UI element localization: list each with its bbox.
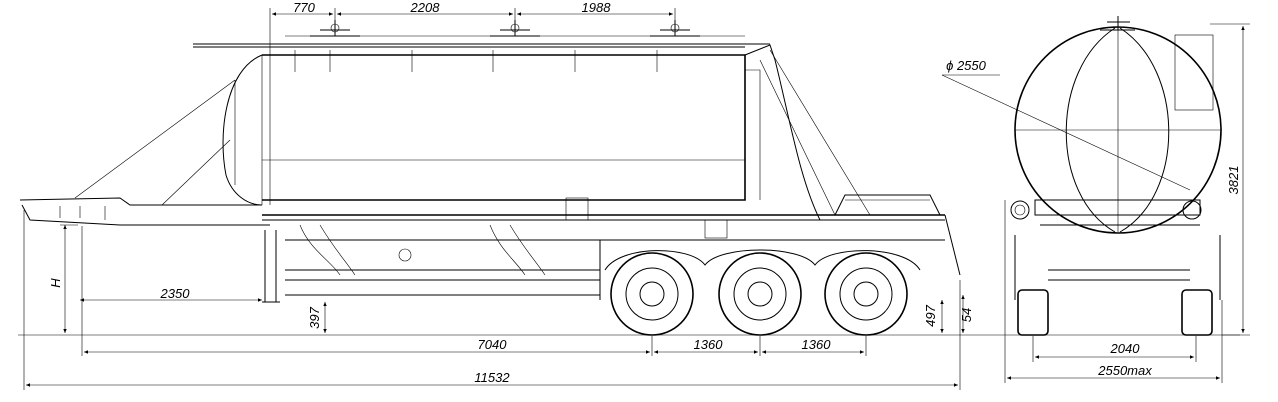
dim-1360-a: 1360 xyxy=(694,337,724,352)
hatch-2 xyxy=(490,20,540,37)
front-frame-supports xyxy=(19,79,270,226)
dim-1360-b: 1360 xyxy=(802,337,832,352)
wheel-2 xyxy=(718,252,802,336)
fenders xyxy=(604,249,921,271)
dim-H: H xyxy=(48,278,63,288)
landing-gear xyxy=(262,230,280,303)
rear-view: ϕ 2550 3821 2040 2550max xyxy=(941,16,1250,383)
wheel-1 xyxy=(610,252,694,336)
rear-frame-supports xyxy=(759,49,941,216)
side-view: 770 2208 1988 2350 H 397 497 54 xyxy=(18,0,1240,390)
dim-top-2: 2208 xyxy=(410,0,441,15)
hatch-3 xyxy=(650,20,700,37)
dim-397: 397 xyxy=(307,306,322,328)
rear-chassis xyxy=(1010,199,1221,336)
dim-7040: 7040 xyxy=(478,337,508,352)
hatch-1 xyxy=(310,20,360,37)
tank-body xyxy=(222,40,821,221)
top-dimensions: 770 2208 1988 xyxy=(269,0,676,40)
dim-diameter: ϕ 2550 xyxy=(946,58,987,73)
dim-11532: 11532 xyxy=(474,370,510,385)
chassis-frame xyxy=(262,197,961,300)
dim-497: 497 xyxy=(923,304,938,326)
dim-top-1: 770 xyxy=(293,0,315,15)
diameter-leader xyxy=(941,74,1191,191)
dim-2040: 2040 xyxy=(1110,341,1141,356)
dim-54: 54 xyxy=(959,308,974,322)
bottom-dimensions: 2350 H 397 497 54 7040 1360 1360 xyxy=(23,210,974,390)
wheel-3 xyxy=(824,252,908,336)
dim-3821: 3821 xyxy=(1226,166,1241,195)
dim-top-3: 1988 xyxy=(582,0,612,15)
rear-tank xyxy=(1014,16,1222,234)
dim-2550max: 2550max xyxy=(1097,363,1152,378)
top-walkway xyxy=(193,20,770,72)
dim-2350: 2350 xyxy=(160,286,191,301)
